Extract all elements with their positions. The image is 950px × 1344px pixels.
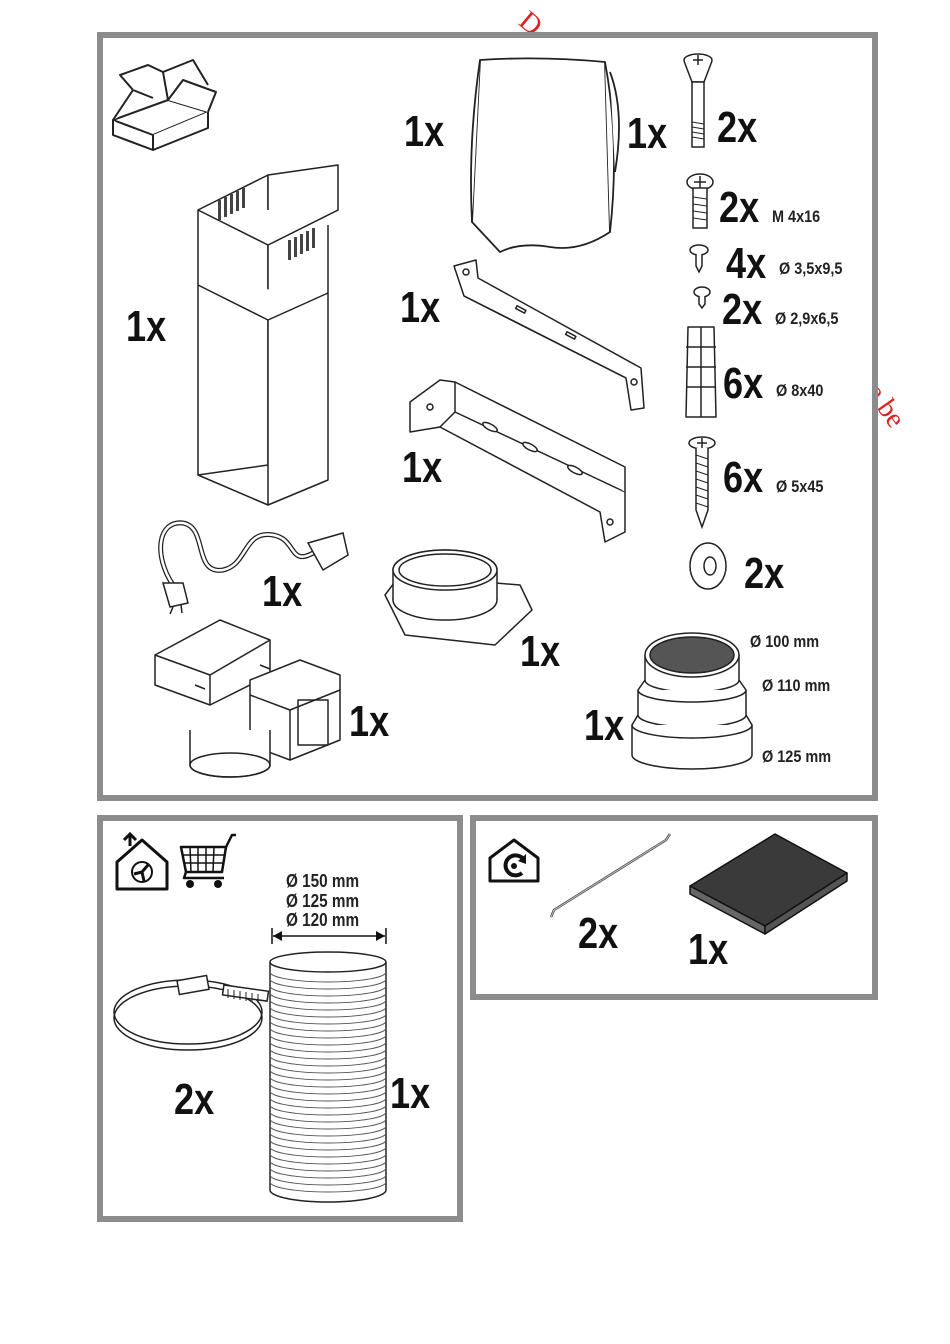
reducer-diameter-1: Ø 100 mm — [750, 633, 819, 650]
long-screw-qty: 2x — [717, 106, 757, 150]
screw-m4-qty: 2x — [719, 186, 759, 230]
flange-qty: 1x — [520, 630, 560, 674]
screw-29-qty: 2x — [722, 288, 762, 332]
clamp-qty: 2x — [174, 1078, 214, 1122]
wood-screw-icon — [685, 435, 719, 530]
hose-width-arrow — [270, 926, 388, 946]
hose-diameter-2: Ø 125 mm — [286, 892, 359, 910]
extraction-mode-icon — [112, 832, 172, 892]
wood-screw-qty: 6x — [723, 456, 763, 500]
screw-35-spec: Ø 3,5x9,5 — [779, 260, 842, 277]
flange-illustration — [380, 545, 540, 650]
flexible-hose-illustration — [266, 950, 392, 1206]
power-cable-qty: 1x — [262, 570, 302, 614]
air-diverter-qty: 1x — [349, 700, 389, 744]
rod-qty: 2x — [578, 912, 618, 956]
reducer-diameter-2: Ø 110 mm — [762, 677, 830, 694]
reducer-qty: 1x — [584, 704, 624, 748]
bracket-bar-qty: 1x — [400, 286, 440, 330]
wood-screw-spec: Ø 5x45 — [776, 478, 823, 495]
washer-qty: 2x — [744, 552, 784, 596]
hose-qty: 1x — [390, 1072, 430, 1116]
screw-29-spec: Ø 2,9x6,5 — [775, 310, 838, 327]
cardboard-box-icon — [108, 50, 223, 155]
hose-clamp-illustration — [108, 970, 273, 1060]
screw-m4-icon — [683, 172, 717, 232]
recirculation-mode-icon — [486, 836, 542, 884]
air-diverter-illustration — [150, 615, 345, 780]
instruction-bag-qty: 1x — [627, 112, 667, 156]
screw-35-qty: 4x — [726, 242, 766, 286]
reducer-diameter-3: Ø 125 mm — [762, 748, 831, 765]
screw-35-icon — [688, 244, 710, 274]
washer-icon — [686, 540, 730, 592]
reducer-illustration — [630, 625, 755, 775]
ceiling-bracket-qty: 1x — [402, 446, 442, 490]
hose-diameter-1: Ø 150 mm — [286, 872, 359, 890]
wall-plug-icon — [676, 322, 726, 424]
screw-29-icon — [692, 286, 712, 310]
screw-m4-spec: M 4x16 — [772, 208, 820, 225]
filter-qty: 1x — [688, 928, 728, 972]
shopping-cart-icon — [178, 832, 238, 890]
chimney-qty: 1x — [126, 305, 166, 349]
chimney-illustration — [188, 165, 348, 515]
power-cable-illustration — [148, 515, 353, 615]
protective-film-illustration — [460, 52, 630, 257]
protective-film-qty: 1x — [404, 110, 444, 154]
wall-plug-spec: Ø 8x40 — [776, 382, 823, 399]
long-screw-icon — [678, 52, 718, 152]
wall-plug-qty: 6x — [723, 362, 763, 406]
carbon-filter-illustration — [685, 828, 853, 940]
